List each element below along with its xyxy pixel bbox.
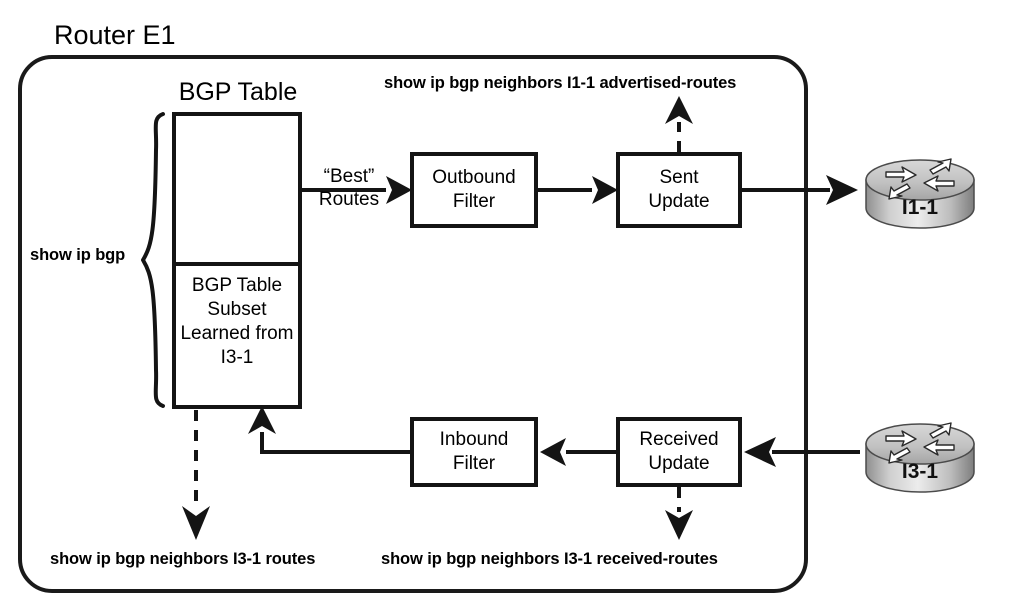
sent-update-line-2: Update: [648, 191, 710, 212]
arrowhead-to-received-update: [744, 437, 776, 467]
router-boundary: [18, 55, 808, 593]
router-arrows-i3-1: [885, 422, 955, 464]
best-routes-line-1: “Best”: [323, 166, 375, 187]
router-icon-i3-1[interactable]: I3-1: [865, 422, 975, 493]
bgp-subset-line-2: Subset: [207, 299, 267, 320]
bgp-subset-line-4: I3-1: [220, 347, 254, 368]
command-advertised-routes: show ip bgp neighbors I1-1 advertised-ro…: [384, 74, 737, 92]
bgp-table-box: BGP Table Subset Learned from I3-1: [172, 112, 302, 409]
inbound-filter-box: Inbound Filter: [410, 417, 538, 487]
arrowhead-to-outbound-filter: [386, 176, 412, 204]
arrowhead-to-inbound-filter: [540, 438, 566, 466]
received-update-box: Received Update: [616, 417, 742, 487]
router-arrows-i1-1: [885, 158, 955, 200]
command-received-routes: show ip bgp neighbors I3-1 received-rout…: [381, 550, 718, 568]
router-label-i1-1: I1-1: [902, 196, 939, 219]
router-top-i1-1: [865, 159, 975, 201]
received-update-line-2: Update: [648, 453, 710, 474]
outbound-filter-line-1: Outbound: [432, 167, 516, 188]
brace-show-ip-bgp: [141, 112, 165, 408]
arrowhead-advertised-routes: [665, 96, 693, 124]
router-title: Router E1: [48, 20, 182, 50]
sent-update-line-1: Sent: [659, 167, 699, 188]
arrowhead-received-routes: [665, 510, 693, 540]
router-label-i3-1: I3-1: [902, 460, 939, 483]
arrowhead-to-router-i1-1: [826, 175, 858, 205]
inbound-filter-line-1: Inbound: [439, 429, 509, 450]
bgp-table-caption: BGP Table: [178, 78, 298, 106]
line-inbound-to-bgptable: [260, 432, 410, 454]
best-routes-line-2: Routes: [318, 189, 380, 210]
inbound-filter-line-2: Filter: [452, 453, 496, 474]
outbound-filter-box: Outbound Filter: [410, 152, 538, 228]
arrowhead-neighbor-routes: [182, 506, 210, 540]
command-show-ip-bgp: show ip bgp: [30, 246, 126, 264]
bgp-subset-line-3: Learned from: [180, 323, 294, 344]
received-update-line-1: Received: [639, 429, 719, 450]
arrowhead-to-sent-update: [592, 176, 618, 204]
outbound-filter-line-2: Filter: [452, 191, 496, 212]
bgp-subset-line-1: BGP Table: [191, 275, 283, 296]
sent-update-box: Sent Update: [616, 152, 742, 228]
router-top-i3-1: [865, 423, 975, 465]
bgp-table-subset-label: BGP Table Subset Learned from I3-1: [176, 274, 298, 370]
command-neighbor-routes: show ip bgp neighbors I3-1 routes: [50, 550, 316, 568]
router-icon-i1-1[interactable]: I1-1: [865, 158, 975, 229]
arrowhead-into-bgp-table: [248, 406, 276, 434]
bgp-table-divider: [176, 262, 298, 266]
best-routes-annotation: “Best” Routes: [306, 165, 392, 211]
